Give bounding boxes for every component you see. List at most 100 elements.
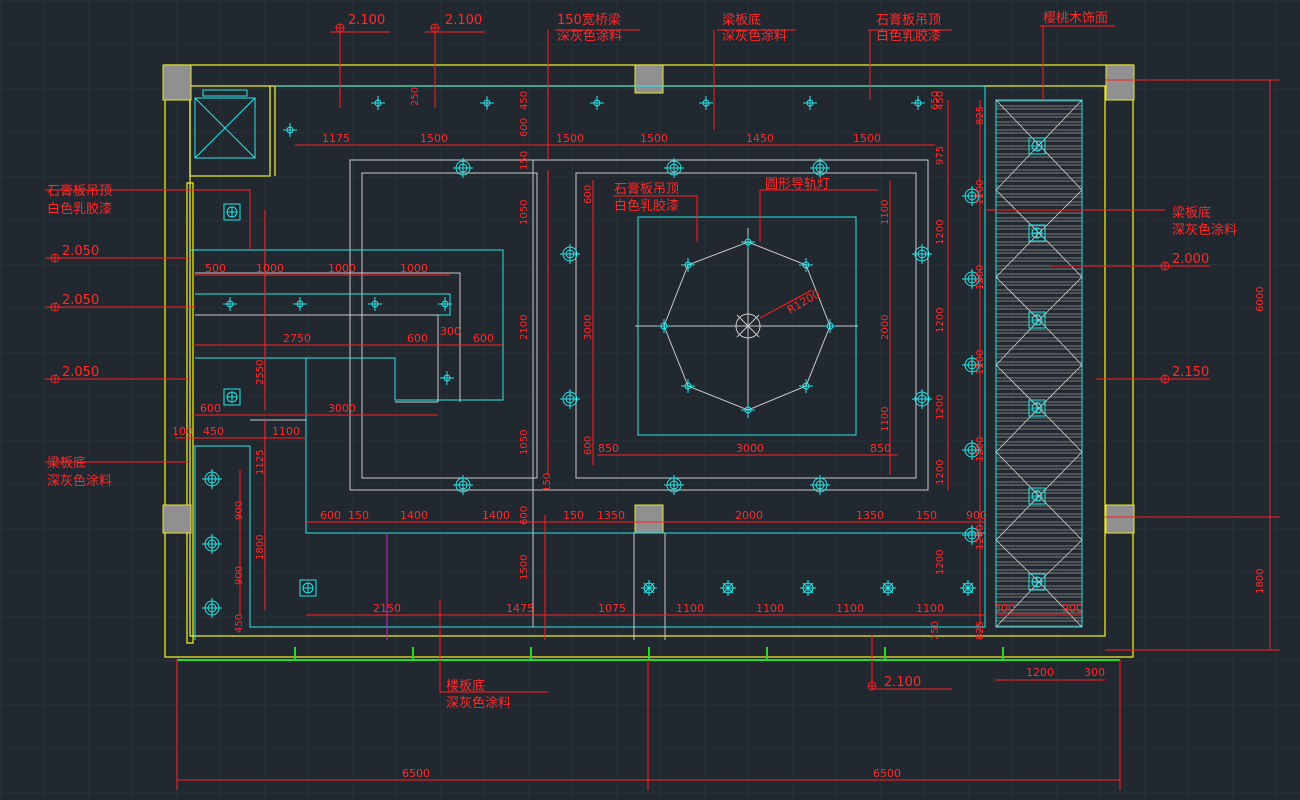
dim-text: 900 [234, 501, 245, 520]
vertical-dimensions: 250 450 600 150 1050 2100 1050 150 600 3… [234, 87, 1266, 640]
dim-text: 3000 [736, 442, 764, 455]
dim-text: 1500 [420, 132, 448, 145]
dim-text: 150 [348, 509, 369, 522]
level-left-c: 2.050 [62, 365, 99, 380]
level-values: 2.100 2.100 2.050 2.050 2.050 2.000 2.15… [62, 13, 1209, 690]
label-gypsum-ceiling-top-finish: 白色乳胶漆 [876, 28, 941, 44]
dim-text: 1500 [519, 555, 530, 580]
dim-text: 1175 [322, 132, 350, 145]
label-bridge-beam: 150宽桥梁 [557, 12, 621, 28]
dim-text: 6000 [1255, 287, 1266, 312]
dim-text: 1100 [756, 602, 784, 615]
dim-text: 600 [473, 332, 494, 345]
dim-text: 1350 [856, 509, 884, 522]
label-beam-soffit-right: 梁板底 [1172, 205, 1211, 221]
dim-text: 150 [542, 473, 553, 492]
label-beam-soffit: 梁板底 [722, 12, 761, 28]
dim-text: 1000 [328, 262, 356, 275]
dim-text: 600 [583, 436, 594, 455]
dim-text: 825 [975, 621, 986, 640]
level-right-b: 2.150 [1172, 365, 1209, 380]
dim-text: 3000 [328, 402, 356, 415]
dim-text: 600 [407, 332, 428, 345]
dim-text: 600 [200, 402, 221, 415]
label-gypsum-ceiling-top: 石膏板吊顶 [876, 12, 941, 28]
dim-text: 1200 [975, 180, 986, 205]
dim-text: 850 [598, 442, 619, 455]
dimension-lines [45, 25, 1280, 790]
label-slab-soffit: 楼板底 [446, 678, 485, 694]
label-beam-soffit-right-finish: 深灰色涂料 [1172, 222, 1237, 238]
dim-text: 300 [994, 602, 1015, 615]
dim-text: 900 [1062, 602, 1083, 615]
dim-text: 1100 [676, 602, 704, 615]
dim-text: 500 [205, 262, 226, 275]
dim-text: 250 [930, 621, 941, 640]
dim-text: 1500 [556, 132, 584, 145]
dim-text: 1400 [400, 509, 428, 522]
dim-text: 150 [519, 151, 530, 170]
dim-text: 825 [975, 106, 986, 125]
dim-text: 1200 [975, 265, 986, 290]
dim-text: 1100 [836, 602, 864, 615]
label-gypsum-ceiling-center: 石膏板吊顶 [614, 181, 679, 197]
floor-ticks [294, 647, 1004, 660]
dim-text: 450 [935, 91, 946, 110]
dim-text: 1050 [519, 200, 530, 225]
level-left-a: 2.050 [62, 244, 99, 259]
dim-text: 1100 [916, 602, 944, 615]
label-gypsum-ceiling-left-finish: 白色乳胶漆 [47, 201, 112, 217]
label-beam-soffit-finish: 深灰色涂料 [722, 28, 787, 44]
dim-text: 1200 [975, 525, 986, 550]
dim-text: 450 [519, 91, 530, 110]
dim-text: 1200 [935, 220, 946, 245]
level-top-a: 2.100 [348, 13, 385, 28]
columns [162, 64, 1135, 534]
dim-text: 1000 [256, 262, 284, 275]
dim-text: 250 [410, 87, 421, 106]
dim-text: 600 [519, 506, 530, 525]
dim-text: 1500 [853, 132, 881, 145]
dim-text: 600 [583, 185, 594, 204]
dim-text: 900 [234, 566, 245, 585]
dim-text: 1475 [506, 602, 534, 615]
dim-text: 300 [440, 325, 461, 338]
label-gypsum-ceiling-center-finish: 白色乳胶漆 [614, 198, 679, 214]
dim-text: 600 [320, 509, 341, 522]
dim-text: 2150 [373, 602, 401, 615]
ceiling-outlines [190, 85, 986, 640]
dim-text: 1100 [880, 407, 891, 432]
dim-text: 450 [234, 614, 245, 633]
label-cherry-wood: 樱桃木饰面 [1043, 10, 1108, 26]
label-beam-soffit-left-finish: 深灰色涂料 [47, 473, 112, 489]
dim-text: 1350 [597, 509, 625, 522]
dim-text: 1200 [975, 350, 986, 375]
dim-text: 2750 [283, 332, 311, 345]
dim-text: 1200 [975, 437, 986, 462]
dim-text: 2550 [255, 360, 266, 385]
label-round-track-light: 圆形导轨灯 [765, 177, 830, 192]
dim-text: 1450 [746, 132, 774, 145]
dim-text: 300 [1084, 666, 1105, 679]
dim-text: 1125 [255, 450, 266, 475]
label-slab-soffit-finish: 深灰色涂料 [446, 695, 511, 711]
cherry-wood-panel [995, 99, 1083, 628]
dim-text: 1075 [598, 602, 626, 615]
dim-text: 450 [203, 425, 224, 438]
label-gypsum-ceiling-left: 石膏板吊顶 [47, 183, 112, 199]
dim-text: 1200 [935, 395, 946, 420]
material-labels: 150宽桥梁 深灰色涂料 梁板底 深灰色涂料 石膏板吊顶 白色乳胶漆 樱桃木饰面… [47, 10, 1237, 711]
dim-text: 100 [172, 425, 193, 438]
dim-text: 1050 [519, 430, 530, 455]
dim-text: 150 [563, 509, 584, 522]
label-beam-soffit-left: 梁板底 [47, 455, 86, 471]
dim-text: 650 [930, 91, 941, 110]
dim-text: 3000 [583, 315, 594, 340]
dim-text: 600 [519, 118, 530, 137]
dim-text: 850 [870, 442, 891, 455]
dim-text: 2000 [880, 315, 891, 340]
dim-text: 1400 [482, 509, 510, 522]
dim-text: 2100 [519, 315, 530, 340]
